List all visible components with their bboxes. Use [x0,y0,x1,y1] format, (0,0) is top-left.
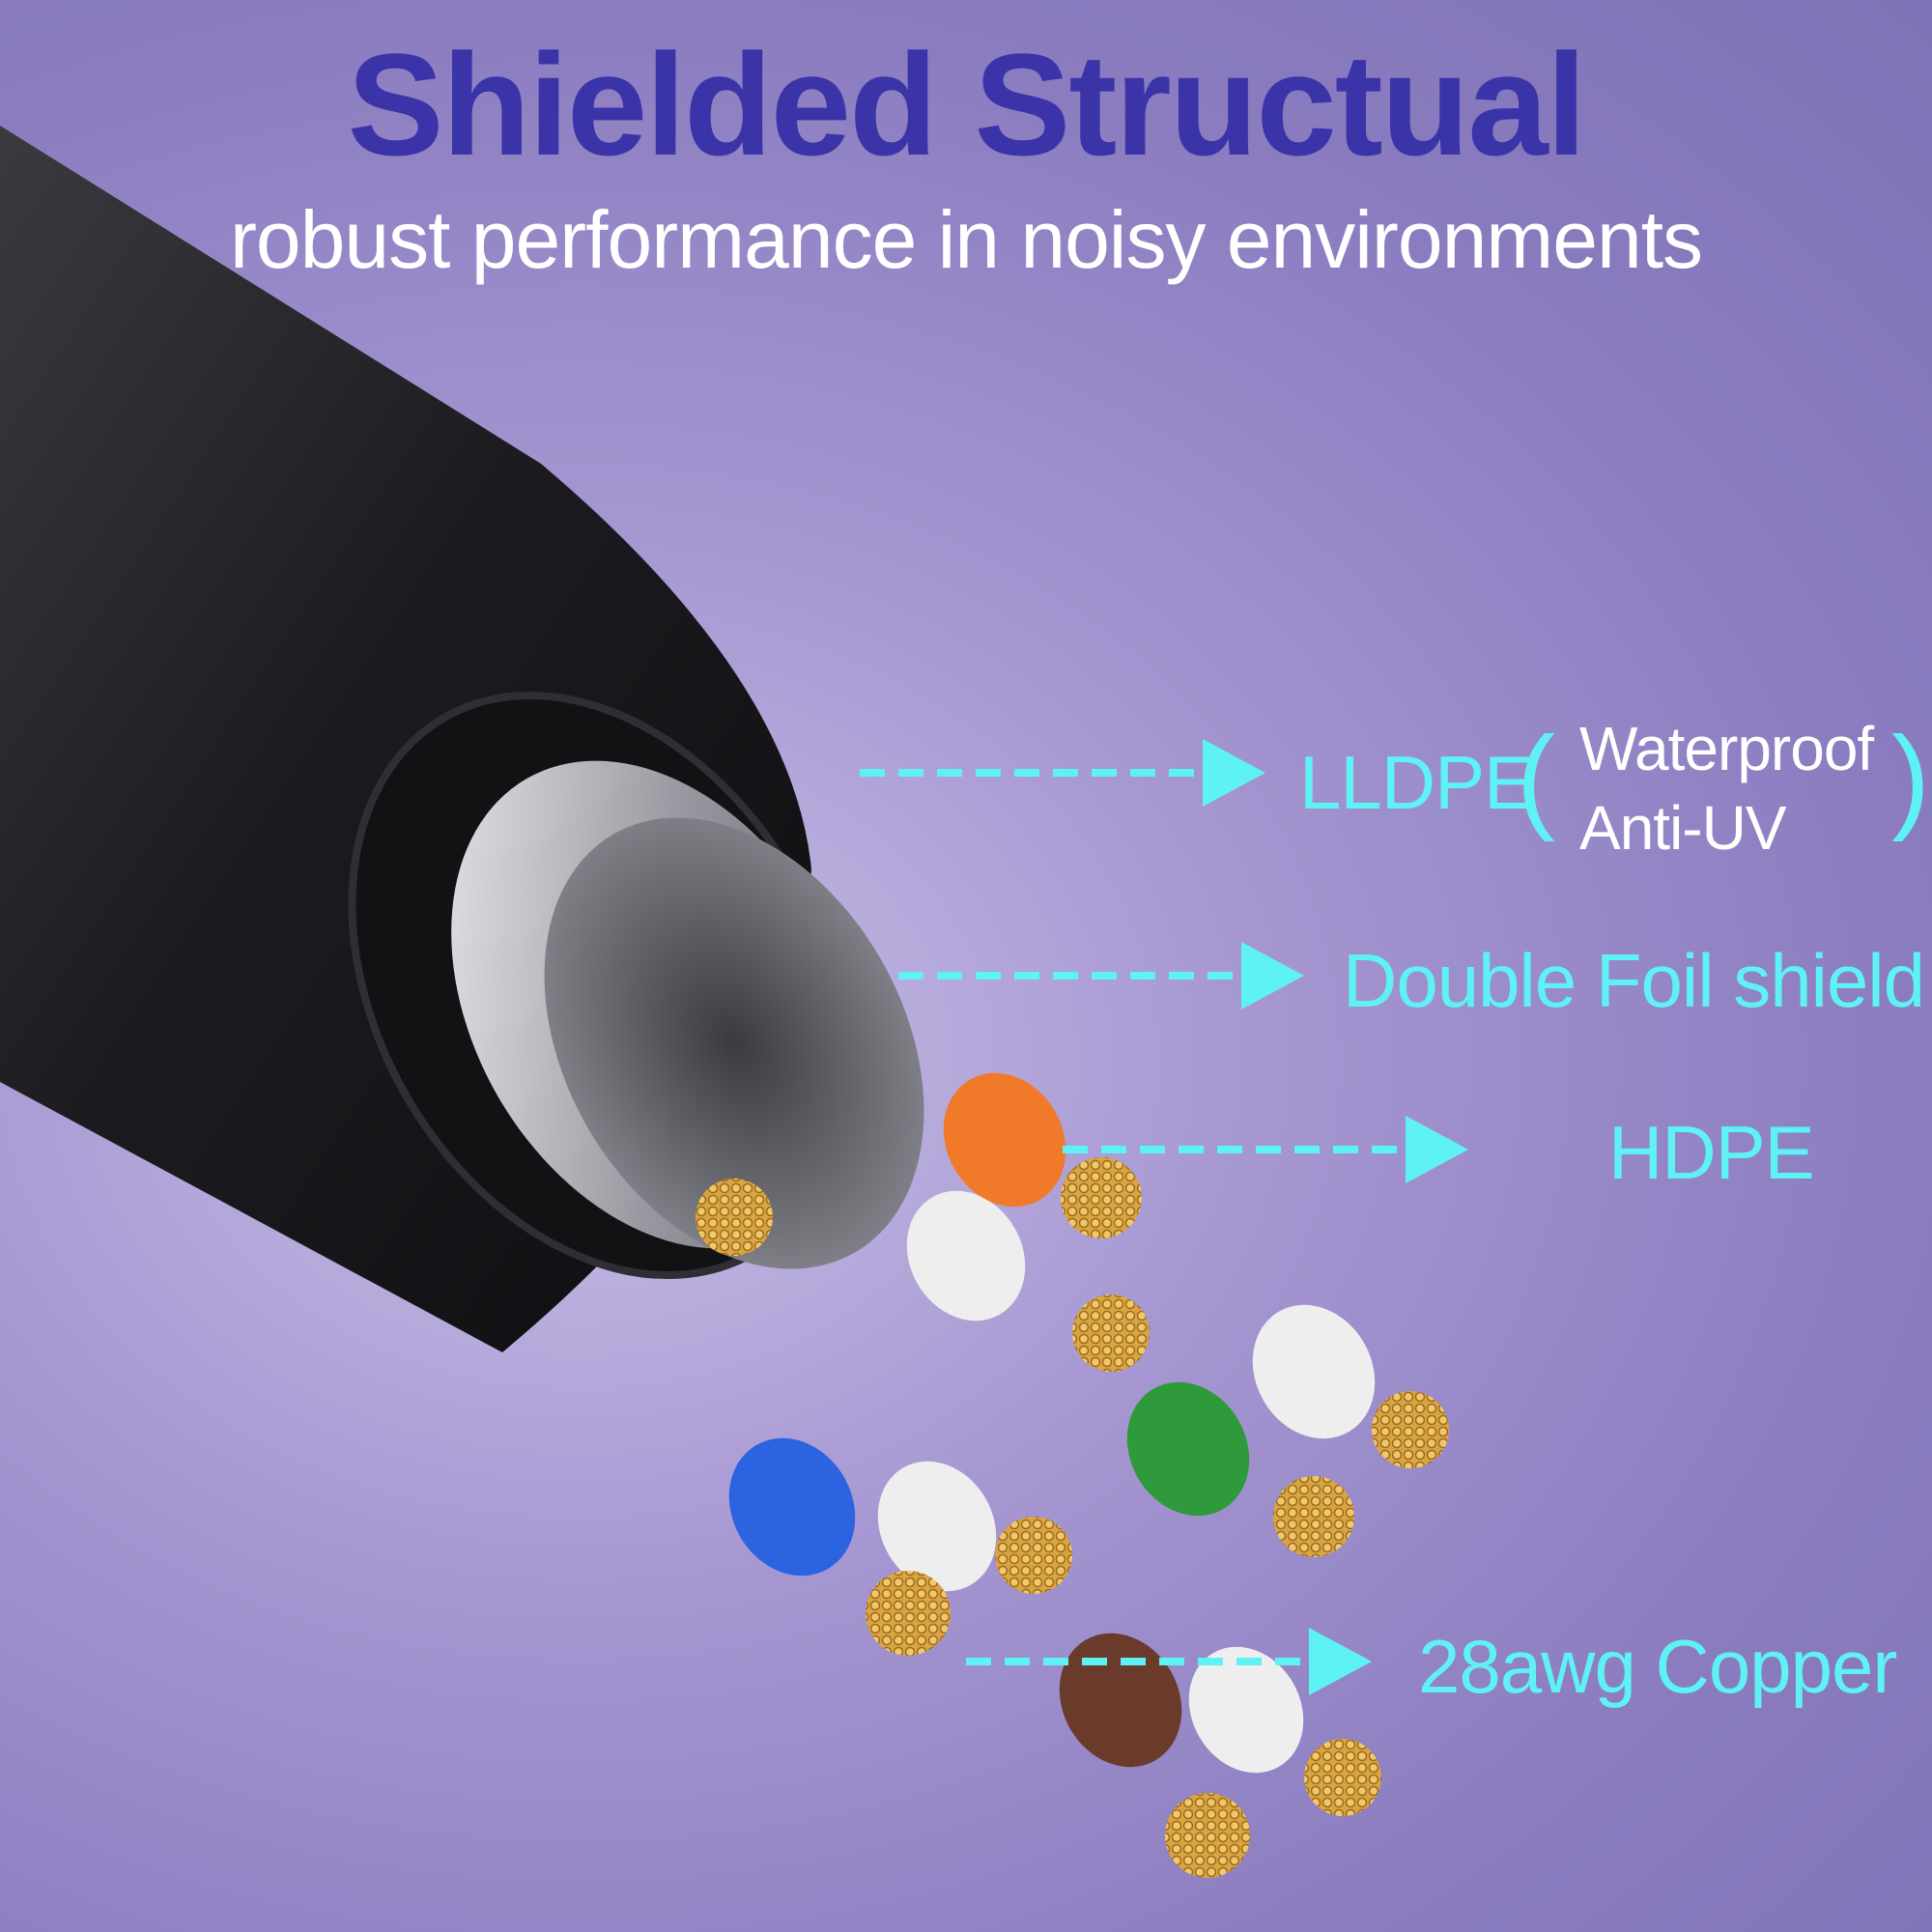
label-waterproof: Waterproof [1579,714,1874,783]
foil-shield [451,760,924,1269]
copper-conductor-back [696,1179,773,1256]
callout-arrows [860,769,1410,1665]
wire-green-pair [1126,1304,1449,1557]
label-hdpe: HDPE [1608,1110,1815,1195]
label-lldpe: LLDPE [1299,740,1534,825]
label-copper: 28awg Copper [1418,1624,1897,1709]
arrow-heads [1203,739,1468,1695]
wire-brown-pair [1059,1633,1381,1878]
paren-open: ( [1517,713,1555,842]
paren-close: ) [1891,713,1930,842]
label-double-foil-shield: Double Foil shield [1343,938,1925,1023]
label-anti-uv: Anti-UV [1579,793,1786,863]
page-subtitle: robust performance in noisy environments [229,194,1703,285]
page-title: Shielded Structual [347,23,1587,185]
wire-orange-pair [906,1072,1150,1372]
wire-blue-pair [728,1437,1072,1656]
